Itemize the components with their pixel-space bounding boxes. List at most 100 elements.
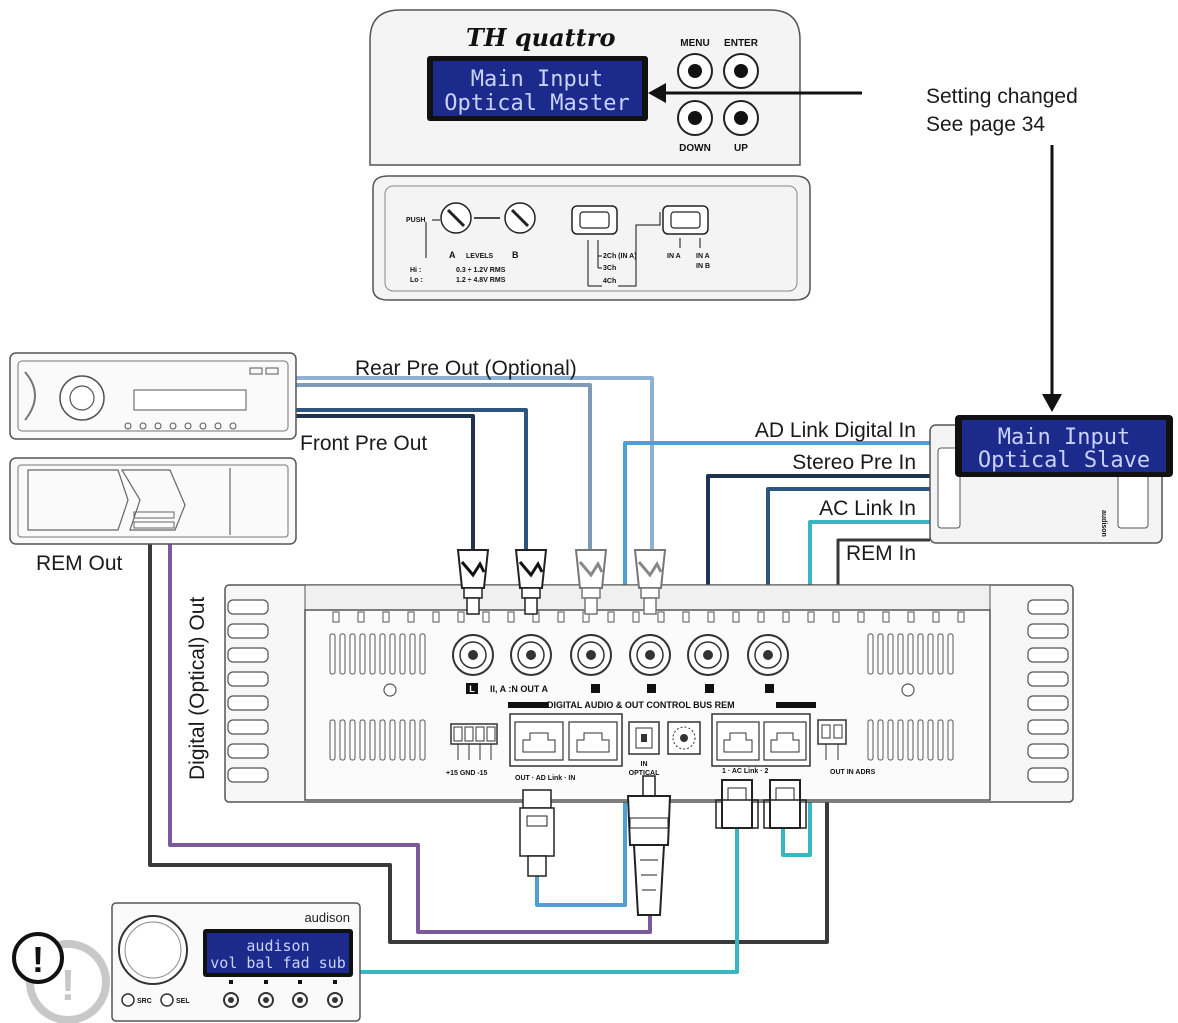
rca-plugs (456, 549, 667, 615)
ac-link-2-port[interactable] (763, 721, 807, 761)
arrowhead-icon (648, 83, 666, 103)
rca-plug-rear-1 (574, 549, 608, 615)
rca-jack-in-b-left[interactable] (570, 634, 612, 676)
menu-button-label: MENU (680, 38, 709, 49)
rca-jack-in-a-left[interactable] (452, 634, 494, 676)
address-selector-knob[interactable] (667, 721, 701, 755)
main-amplifier: L II, A :N OUT A DIGITAL AUDIO & OUT CON… (224, 584, 1074, 803)
warning-icon: ! ! (12, 932, 110, 1023)
level-b-knob[interactable] (504, 202, 536, 234)
remote-display (207, 933, 349, 973)
remote-brand: audison (304, 910, 350, 925)
svg-text:!: ! (61, 961, 76, 1010)
levels-label: LEVELS (466, 253, 494, 260)
label-front-pre-out: Front Pre Out (300, 432, 427, 455)
rca-jack-in-b-right[interactable] (629, 634, 671, 676)
rca-plug-rear-2 (633, 549, 667, 615)
slave-side-text: audison (1100, 510, 1107, 537)
head-unit (9, 352, 297, 440)
label-rem-out: REM Out (36, 552, 123, 575)
mode-2ch-label: 2Ch (IN A) (603, 253, 637, 260)
ac-link-1-port[interactable] (716, 721, 760, 761)
arrowhead-icon (1042, 394, 1062, 412)
down-button[interactable] (677, 100, 713, 136)
cables (148, 376, 930, 974)
processor-control-panel (372, 175, 811, 301)
processor-display-line1: Main Input (471, 67, 603, 92)
remote-volume-knob[interactable] (118, 915, 188, 985)
rem-connector[interactable] (817, 719, 847, 760)
channel-mode-switch[interactable] (571, 205, 618, 235)
enter-button-label: ENTER (724, 38, 759, 49)
label-rear-pre-out: Rear Pre Out (Optional) (355, 357, 577, 380)
optical-plug (626, 775, 672, 916)
remote-control: audison audison vol bal fad sub SRC SEL (111, 902, 361, 1022)
slave-display-line2: Optical Slave (978, 448, 1150, 473)
optical-label-optical: OPTICAL (629, 770, 660, 777)
lo-range: 1.2 ÷ 4.8V RMS (456, 277, 506, 284)
label-ac-link-in: AC Link In (819, 497, 916, 520)
cable-front-pre-out-1 (296, 414, 475, 550)
cable-ac-link-in (781, 520, 930, 857)
rca-plug-front-1 (456, 549, 490, 615)
remote-vol-button[interactable] (223, 992, 239, 1008)
rca-jack-out-a-left[interactable] (687, 634, 729, 676)
processor-display (433, 61, 642, 116)
in-out-label: II, A :N OUT A (490, 684, 548, 694)
level-a-knob[interactable] (440, 202, 472, 234)
slave-amplifier: audison Main Input Optical Slave (929, 415, 1173, 544)
remote-sel-label: SEL (176, 998, 190, 1005)
rj45-plug-ac-link-2 (763, 779, 807, 829)
processor-brand: TH quattro (466, 23, 616, 52)
slave-display-line1: Main Input (998, 425, 1130, 450)
remote-src-button[interactable] (121, 993, 135, 1007)
mode-4ch-label: 4Ch (603, 278, 616, 285)
optical-label-in: IN (641, 761, 648, 768)
rj45-plug-ac-link-1 (715, 779, 759, 829)
lo-label: Lo : (410, 277, 423, 284)
up-button-label: UP (734, 143, 748, 154)
remote-bal-button[interactable] (258, 992, 274, 1008)
label-stereo-pre-in: Stereo Pre In (792, 451, 916, 474)
ad-link-label: OUT · AD Link · IN (515, 775, 575, 782)
menu-button[interactable] (677, 53, 713, 89)
rca-jack-out-a-right[interactable] (747, 634, 789, 676)
rca-plug-front-2 (514, 549, 548, 615)
up-button[interactable] (723, 100, 759, 136)
input-select-switch[interactable] (662, 205, 709, 235)
callout-line1: Setting changed (926, 85, 1078, 108)
label-rem-in: REM In (846, 542, 916, 565)
push-label: PUSH (406, 217, 425, 224)
input-ina2-label: IN A (696, 253, 710, 260)
remote-sel-button[interactable] (160, 993, 174, 1007)
terminal-label: +15 GND -15 (446, 770, 488, 777)
cd-changer (9, 457, 297, 545)
remote-display-line1: audison (246, 937, 309, 955)
hi-label: Hi : (410, 267, 421, 274)
cable-rear-pre-out-1 (296, 383, 592, 550)
ac-link-label: 1 · AC Link · 2 (722, 768, 769, 775)
hi-range: 0.3 ÷ 1.2V RMS (456, 267, 506, 274)
enter-button[interactable] (723, 53, 759, 89)
cable-digital-optical-out (168, 540, 652, 934)
rj45-plug-ad-link (519, 789, 555, 877)
mode-3ch-label: 3Ch (603, 265, 616, 272)
remote-sub-button[interactable] (327, 992, 343, 1008)
optical-input-port[interactable] (628, 721, 660, 755)
cable-remote-ac-link (360, 828, 739, 974)
ad-link-out-port[interactable] (514, 721, 564, 761)
input-inb-label: IN B (696, 263, 710, 270)
callout-line2: See page 34 (926, 113, 1045, 136)
remote-src-label: SRC (137, 998, 152, 1005)
rem-label: OUT IN ADRS (830, 769, 876, 776)
remote-fad-button[interactable] (292, 992, 308, 1008)
power-terminal[interactable] (450, 723, 498, 760)
th-quattro-processor: TH quattro Main Input Optical Master MEN… (369, 9, 811, 301)
ad-link-in-port[interactable] (568, 721, 618, 761)
cable-ad-link-digital-in (535, 441, 930, 907)
cable-rear-pre-out-2 (296, 376, 654, 550)
slave-display (962, 420, 1166, 472)
rca-jack-in-a-right[interactable] (510, 634, 552, 676)
label-ad-link-digital-in: AD Link Digital In (755, 419, 916, 442)
